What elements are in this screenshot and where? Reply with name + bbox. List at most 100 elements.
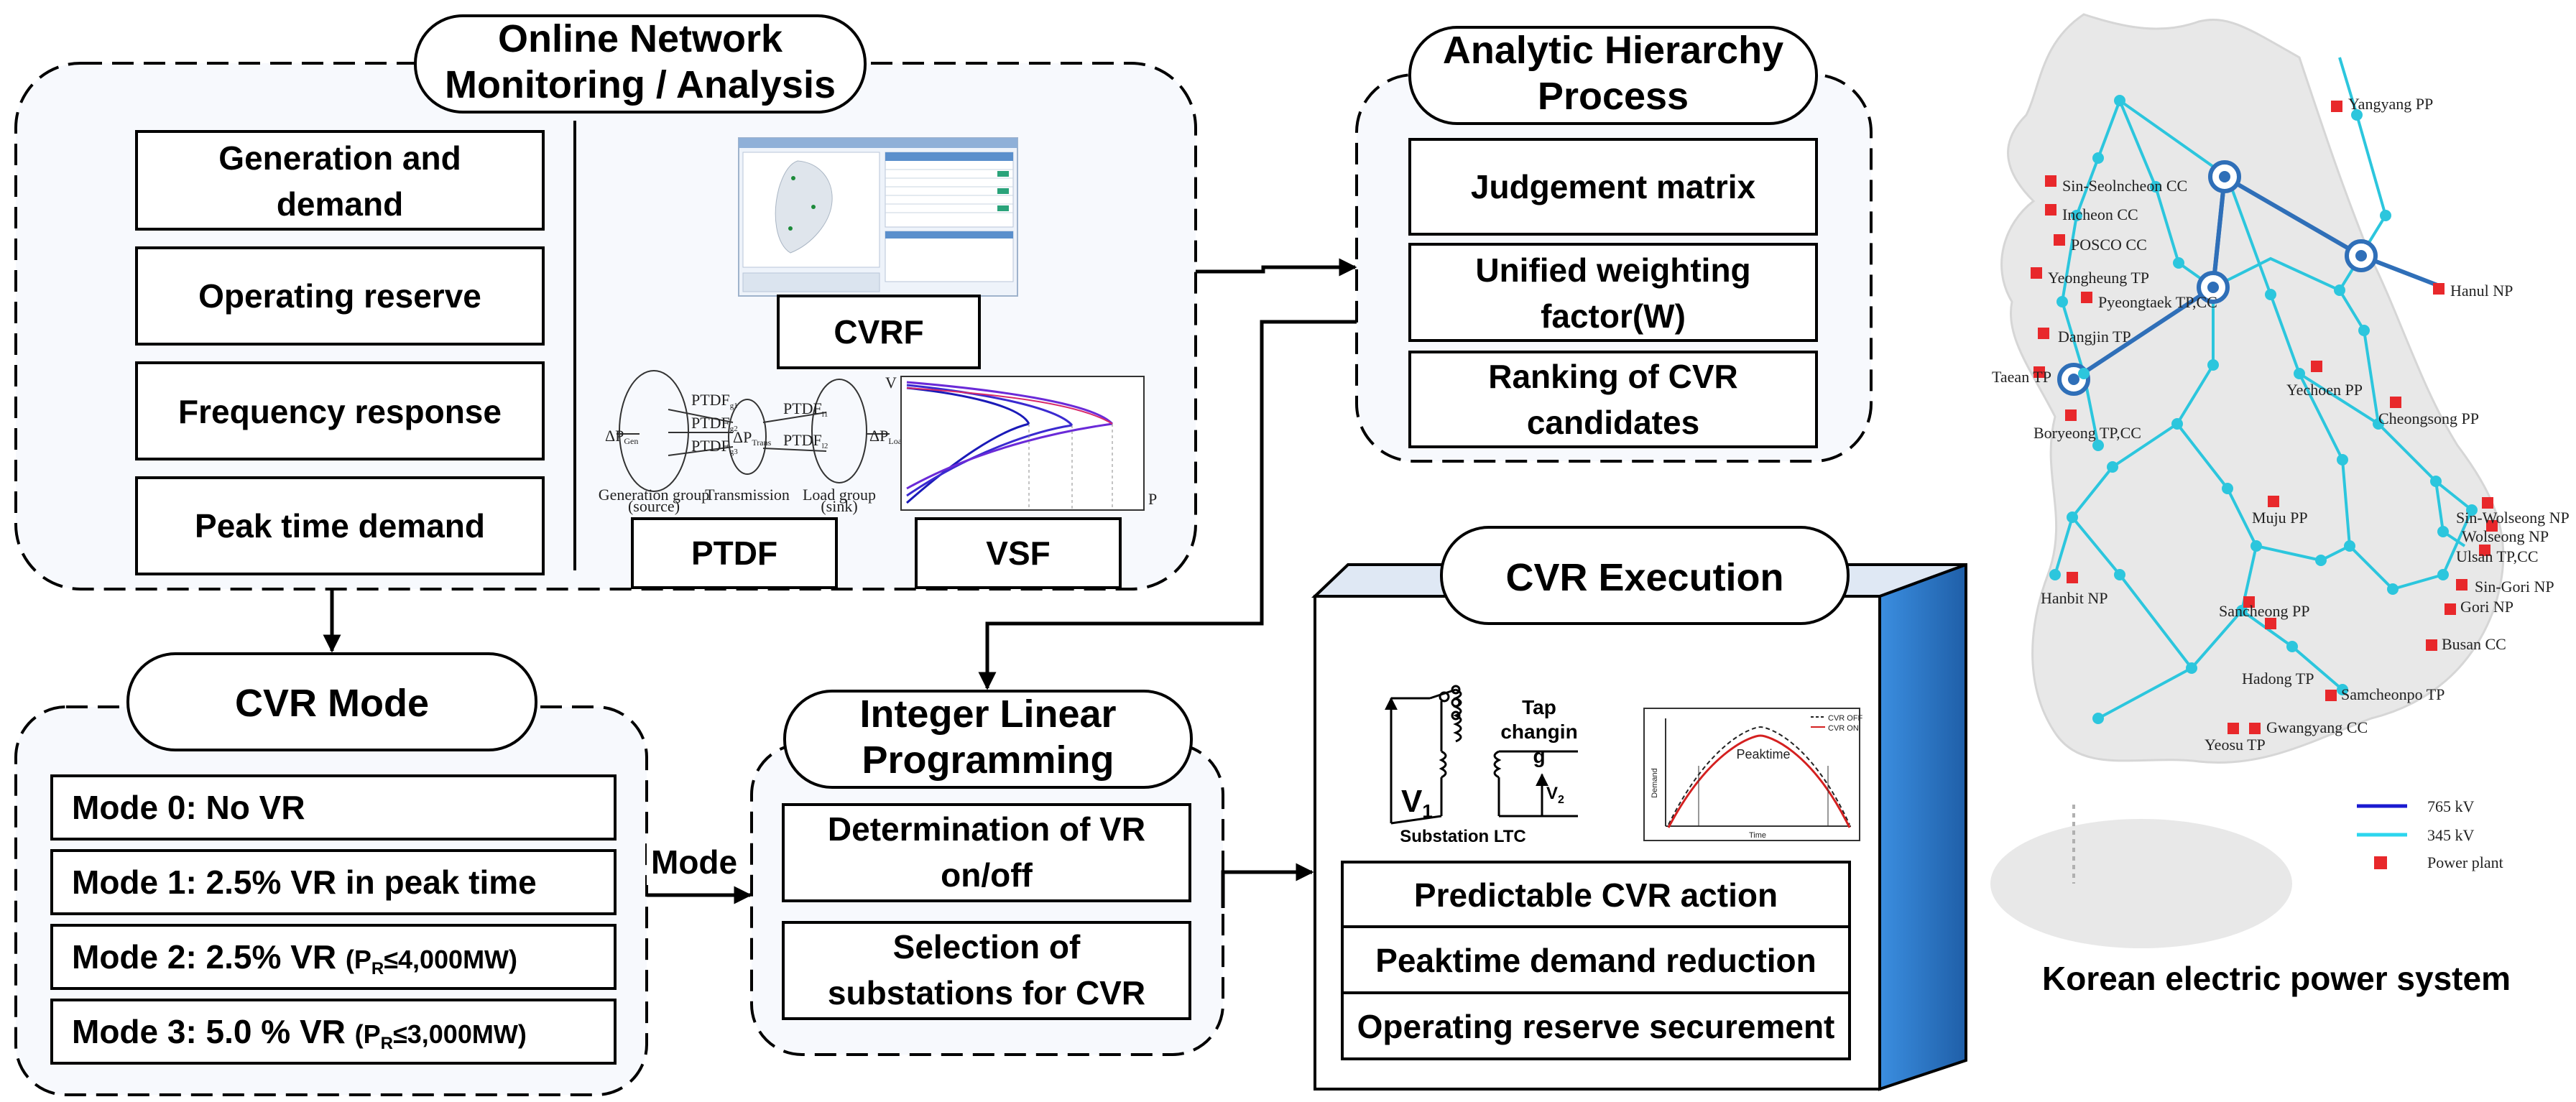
svg-text:Sancheong PP: Sancheong PP — [2219, 602, 2310, 620]
ahp-title-pill — [1408, 26, 1818, 125]
cvrf-screenshot — [738, 137, 1018, 297]
online-monitoring-title-pill — [414, 14, 867, 114]
765kv-station-cores — [2068, 171, 2367, 385]
mode-3-box — [50, 999, 617, 1065]
mode-arrow-label: Mode — [651, 843, 737, 881]
substation-nodes — [2049, 95, 2478, 724]
online-monitoring-title-line2: Monitoring / Analysis — [445, 63, 836, 106]
svg-text:POSCO CC: POSCO CC — [2071, 236, 2147, 254]
svg-text:Wolseong NP: Wolseong NP — [2462, 527, 2549, 545]
svg-text:PTDFg2: PTDFg2 — [691, 414, 738, 433]
svg-text:Ulsan TP,CC: Ulsan TP,CC — [2456, 547, 2539, 565]
svg-text:PTDFg3: PTDFg3 — [691, 437, 738, 456]
substation-ltc-sketch — [1385, 685, 1578, 825]
mode-0-label: Mode 0: No VR — [72, 789, 305, 826]
jeju-island — [1990, 819, 2292, 948]
online-monitoring-title-line1: Online Network — [498, 17, 783, 60]
mode-1-box — [50, 849, 617, 915]
online-monitoring-group: Online Network Monitoring / Analysis Gen… — [14, 14, 1197, 591]
arrow-online-to-ahp — [1196, 258, 1357, 277]
svg-text:Incheon CC: Incheon CC — [2062, 205, 2138, 223]
vsf-box — [915, 517, 1122, 589]
peak-demand-box — [135, 476, 545, 575]
svg-text:Yeongheung TP: Yeongheung TP — [2048, 269, 2149, 287]
ranking-label-2: candidates — [1527, 404, 1699, 441]
cvr-execution-group: CVR Execution Tap changin g V1 V2 Substa… — [1311, 526, 1967, 1091]
substation-ltc-label: Substation LTC — [1400, 827, 1526, 846]
vsf-curves: V P — [885, 374, 1157, 511]
predictable-action-label: Predictable CVR action — [1414, 876, 1778, 914]
svg-text:(source): (source) — [628, 497, 680, 515]
svg-text:PTDFl1: PTDFl1 — [783, 399, 828, 419]
svg-text:(sink): (sink) — [821, 497, 857, 515]
v1-label: V1 — [1401, 784, 1433, 822]
weighting-factor-label-2: factor(W) — [1541, 297, 1686, 335]
ahp-title-line2: Process — [1538, 75, 1689, 118]
substation-select-box — [782, 921, 1191, 1020]
svg-text:Yangyang PP: Yangyang PP — [2348, 95, 2433, 113]
frequency-response-box — [135, 361, 545, 460]
demand-curve-chart: Peaktime CVR OFF CVR ON Demand Time — [1643, 708, 1863, 841]
demand-reduction-label: Peaktime demand reduction — [1375, 942, 1816, 979]
cvrf-box — [777, 295, 981, 369]
ilp-title-pill — [783, 690, 1193, 789]
mode-2-box — [50, 924, 617, 990]
svg-text:Dangjin TP: Dangjin TP — [2058, 328, 2131, 346]
ranking-box — [1408, 351, 1818, 448]
svg-text:ΔPTrans: ΔPTrans — [733, 428, 772, 448]
map-caption: Korean electric power system — [2042, 960, 2511, 997]
svg-text:CVR OFF: CVR OFF — [1828, 714, 1863, 723]
svg-text:Sin-Seolncheon CC: Sin-Seolncheon CC — [2062, 177, 2187, 195]
peaktime-label: Peaktime — [1736, 747, 1790, 761]
connectors: Mode — [323, 258, 1357, 908]
svg-text:PTDFg1: PTDFg1 — [691, 391, 738, 410]
tap-label-3: g — [1533, 745, 1545, 767]
vr-onoff-label-1: Determination of VR — [828, 810, 1145, 848]
v2-label: V2 — [1546, 784, 1564, 806]
svg-text:Gori NP: Gori NP — [2460, 598, 2513, 616]
svg-text:Yeosu TP: Yeosu TP — [2205, 736, 2266, 754]
ilp-title-line2: Programming — [862, 738, 1114, 782]
judgement-matrix-label: Judgement matrix — [1471, 168, 1756, 205]
ptdf-label: PTDF — [691, 534, 777, 572]
svg-text:Generation group: Generation group — [599, 486, 710, 504]
mode-2-label: Mode 2: 2.5% VR (PR≤4,000MW) — [72, 938, 517, 978]
execution-title: CVR Execution — [1505, 556, 1783, 599]
gen-demand-label-2: demand — [277, 185, 403, 223]
operating-reserve-box — [135, 246, 545, 346]
map-legend: 765 kV 345 kV Power plant — [2357, 797, 2503, 871]
peak-demand-label: Peak time demand — [195, 507, 485, 545]
arrow-ilp-to-execution — [1221, 863, 1314, 908]
svg-text:765 kV: 765 kV — [2427, 797, 2475, 815]
mode-1-label: Mode 1: 2.5% VR in peak time — [72, 863, 537, 901]
svg-text:Muju PP: Muju PP — [2252, 509, 2308, 527]
svg-text:Load group: Load group — [803, 486, 876, 504]
svg-text:Taean TP: Taean TP — [1992, 368, 2051, 386]
svg-text:Cheongsong PP: Cheongsong PP — [2378, 409, 2479, 427]
ilp-title-line1: Integer Linear — [859, 693, 1116, 736]
svg-text:Pyeongtaek TP,CC: Pyeongtaek TP,CC — [2098, 293, 2217, 311]
svg-text:Yechoen PP: Yechoen PP — [2286, 381, 2363, 399]
reserve-securement-label: Operating reserve securement — [1357, 1008, 1835, 1045]
tap-label-1: Tap — [1522, 696, 1556, 718]
ahp-title-line1: Analytic Hierarchy — [1443, 29, 1783, 72]
judgement-matrix-box — [1408, 138, 1818, 236]
svg-text:Transmission: Transmission — [705, 486, 790, 504]
ahp-group: Analytic Hierarchy Process Judgement mat… — [1355, 26, 1873, 463]
arrow-ahp-to-ilp — [978, 320, 1357, 690]
svg-text:Time: Time — [1749, 831, 1766, 840]
tap-label-2: changin — [1500, 721, 1577, 743]
weighting-factor-box — [1408, 243, 1818, 342]
weighting-factor-label-1: Unified weighting — [1475, 251, 1750, 289]
cvr-mode-title: CVR Mode — [235, 682, 429, 725]
execution-panel-side — [1878, 563, 1967, 1091]
svg-text:ΔPGen: ΔPGen — [605, 427, 638, 446]
svg-text:Samcheonpo TP: Samcheonpo TP — [2341, 685, 2445, 703]
substation-select-label-1: Selection of — [893, 928, 1081, 966]
svg-text:345 kV: 345 kV — [2427, 826, 2475, 844]
frequency-response-label: Frequency response — [178, 393, 502, 430]
gen-demand-label-1: Generation and — [218, 139, 461, 177]
svg-text:PTDFl2: PTDFl2 — [783, 431, 828, 450]
svg-text:CVR ON: CVR ON — [1828, 724, 1859, 733]
svg-text:Sin-Wolseong NP: Sin-Wolseong NP — [2456, 509, 2570, 527]
